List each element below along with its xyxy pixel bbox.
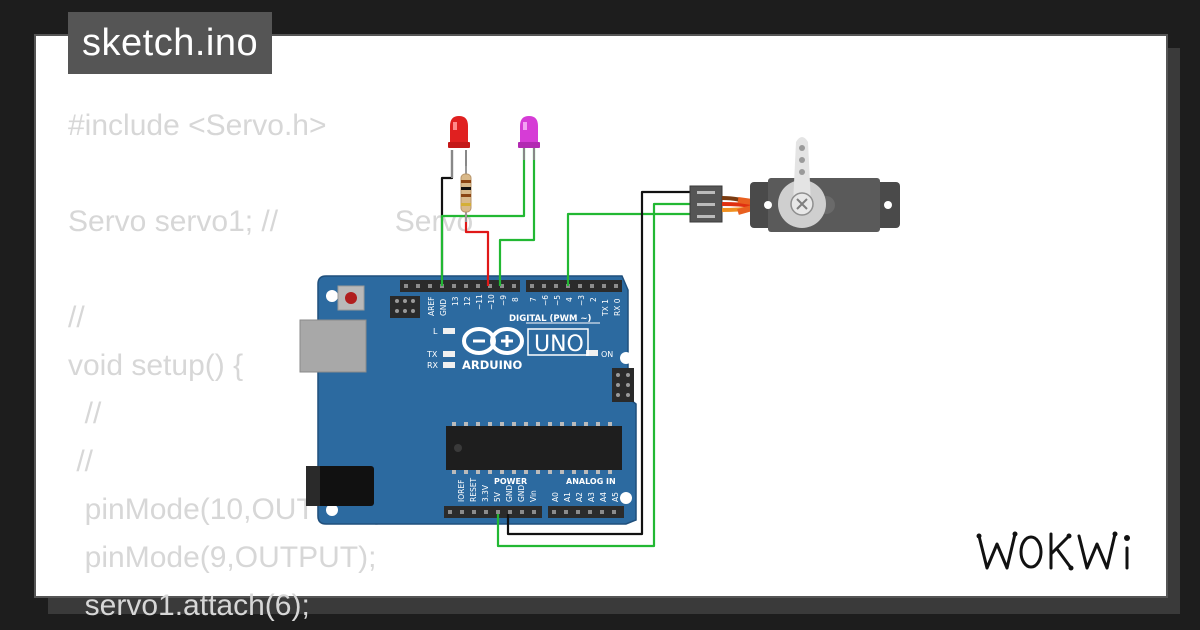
led-l-label: L: [433, 327, 438, 336]
arduino-infinity-logo-icon: [462, 327, 524, 355]
pin-label: ~9: [499, 295, 508, 306]
pin-label: ~5: [553, 295, 562, 306]
pin-label: A0: [551, 492, 560, 502]
wire-black-servo-ground[interactable]: [506, 190, 690, 536]
pin-label: Vin: [529, 490, 538, 502]
servo-screw-icon: [796, 198, 808, 210]
pin-label: 7: [529, 297, 538, 302]
pin-label: TX 1: [601, 299, 610, 317]
pin-label: 3.3V: [481, 484, 490, 502]
board-model-label: UNO: [534, 332, 584, 357]
mount-hole: [326, 290, 338, 302]
code-line: #include <Servo.h>: [68, 109, 327, 142]
onboard-led-l: L: [433, 327, 455, 336]
pin-label: A3: [587, 492, 596, 502]
icsp-header: [390, 296, 420, 318]
pin-label: ~6: [541, 295, 550, 306]
pin-label: 12: [463, 296, 472, 306]
power-header[interactable]: [444, 506, 542, 518]
pin-label: A5: [611, 492, 620, 502]
usb-connector: [299, 319, 367, 373]
code-line: Servo servo1; // Servo: [68, 205, 474, 238]
pin-label: GND: [505, 485, 514, 502]
analog-header[interactable]: [548, 506, 624, 518]
onboard-led-tx: TX: [426, 350, 455, 359]
wokwi-logo-icon: WOKWI: [976, 531, 1130, 575]
pin-label: 8: [511, 297, 520, 302]
mount-hole: [620, 492, 632, 504]
pin-label: 13: [451, 296, 460, 306]
pin-label: 5V: [493, 491, 502, 502]
wokwi-logo-text: WOKWI: [1063, 573, 1067, 575]
pin-label: IOREF: [457, 480, 466, 502]
wire-green-servo-signal[interactable]: [566, 212, 690, 286]
servo-motor[interactable]: [689, 137, 900, 232]
digital-header-high[interactable]: [400, 280, 520, 292]
code-line: //: [68, 397, 102, 430]
pin-label: ~3: [577, 295, 586, 306]
pin-label: A4: [599, 492, 608, 502]
code-line: //: [68, 301, 85, 334]
power-jack: [306, 466, 374, 506]
pin-label: RESET: [469, 478, 478, 502]
wire-red-pin10[interactable]: [464, 214, 490, 286]
led-tx-label: TX: [426, 350, 438, 359]
board-brand-label: ARDUINO: [462, 358, 523, 372]
pin-label: RX 0: [613, 298, 622, 316]
pin-label: AREF: [427, 297, 436, 316]
wire-green-servo-power[interactable]: [496, 202, 690, 548]
digital-header-low[interactable]: [526, 280, 622, 292]
pin-label: ~10: [487, 294, 496, 310]
pin-label: GND: [439, 299, 448, 316]
file-name-tab[interactable]: sketch.ino: [68, 12, 273, 74]
digital-header-label: DIGITAL (PWM ~): [509, 314, 591, 324]
microcontroller-chip: [446, 422, 622, 474]
onboard-led-rx: RX: [427, 361, 455, 370]
arduino-uno-board[interactable]: AREF GND 13 12 ~11 ~10 ~9 8 7 ~6 ~5 4 ~3…: [299, 275, 637, 525]
icsp-header-right: [612, 368, 634, 402]
code-line: //: [68, 445, 94, 478]
power-label: POWER: [494, 477, 527, 486]
purple-led[interactable]: [518, 116, 540, 160]
wire-green-led2-ground[interactable]: [440, 148, 526, 286]
pin-label: ~11: [475, 294, 484, 310]
wire-black-led-ground[interactable]: [440, 150, 454, 286]
pin-label: 4: [565, 297, 574, 302]
pin-label: A2: [575, 492, 584, 502]
pin-label: A1: [563, 492, 572, 502]
analog-label: ANALOG IN: [566, 477, 616, 486]
led-rx-label: RX: [427, 361, 439, 370]
wire-green-pin9[interactable]: [498, 148, 536, 286]
led-on-label: ON: [601, 350, 613, 359]
code-line: servo1.attach(6);: [68, 589, 310, 622]
pin-label: GND: [517, 485, 526, 502]
onboard-led-on: ON: [586, 350, 613, 359]
code-line: void setup() {: [68, 349, 244, 382]
resistor[interactable]: [460, 166, 472, 222]
mount-hole: [620, 352, 632, 364]
pin-label: 2: [589, 297, 598, 302]
code-line: pinMode(9,OUTPUT);: [68, 541, 377, 574]
mount-hole: [326, 504, 338, 516]
